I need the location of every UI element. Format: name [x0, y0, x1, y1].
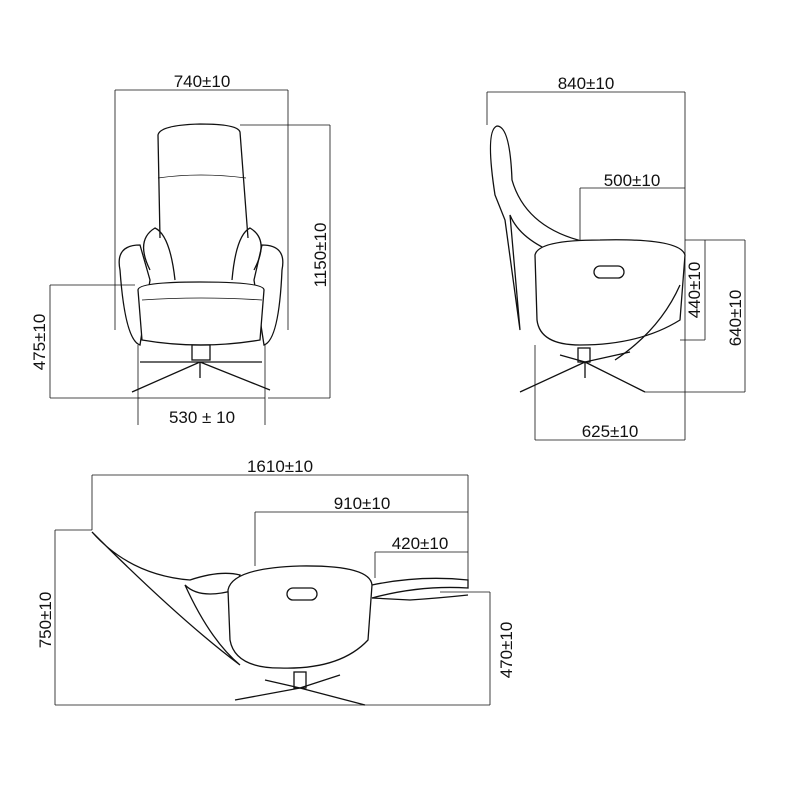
reclined-body [227, 565, 373, 669]
front-right-arm [231, 227, 262, 281]
side-control-button[interactable] [593, 265, 625, 279]
side-view: 840±10 500±10 440±10 640±10 625±10 [486, 74, 746, 441]
dim-seat-height: 475±10 [30, 314, 49, 371]
dim-front-height: 1150±10 [311, 223, 330, 288]
reclined-control-button[interactable] [286, 587, 318, 601]
dim-footrest-height: 470±10 [497, 622, 516, 679]
dim-seat-depth: 500±10 [604, 171, 661, 190]
dim-base-depth: 625±10 [582, 422, 639, 441]
dim-total-length: 1610±10 [247, 457, 313, 476]
dim-side-depth: 840±10 [558, 74, 615, 93]
dim-arm-top-height: 640±10 [726, 290, 745, 347]
front-backrest [157, 123, 249, 239]
dim-footrest: 420±10 [392, 534, 449, 553]
side-body [534, 239, 686, 346]
reclined-backrest [91, 531, 241, 666]
dim-front-width: 740±10 [174, 72, 231, 91]
reclined-view: 1610±10 910±10 420±10 750±10 470±10 [36, 457, 516, 706]
front-view: 740±10 1150±10 475±10 530 ± 10 [30, 72, 331, 427]
side-backrest [489, 125, 580, 331]
dim-reclined-height: 750±10 [36, 592, 55, 649]
front-left-arm [143, 227, 176, 281]
dim-seat-width: 530 ± 10 [169, 408, 235, 427]
dim-seat-to-foot: 910±10 [334, 494, 391, 513]
front-seat [137, 281, 265, 346]
dim-armrest-height: 440±10 [685, 262, 704, 319]
